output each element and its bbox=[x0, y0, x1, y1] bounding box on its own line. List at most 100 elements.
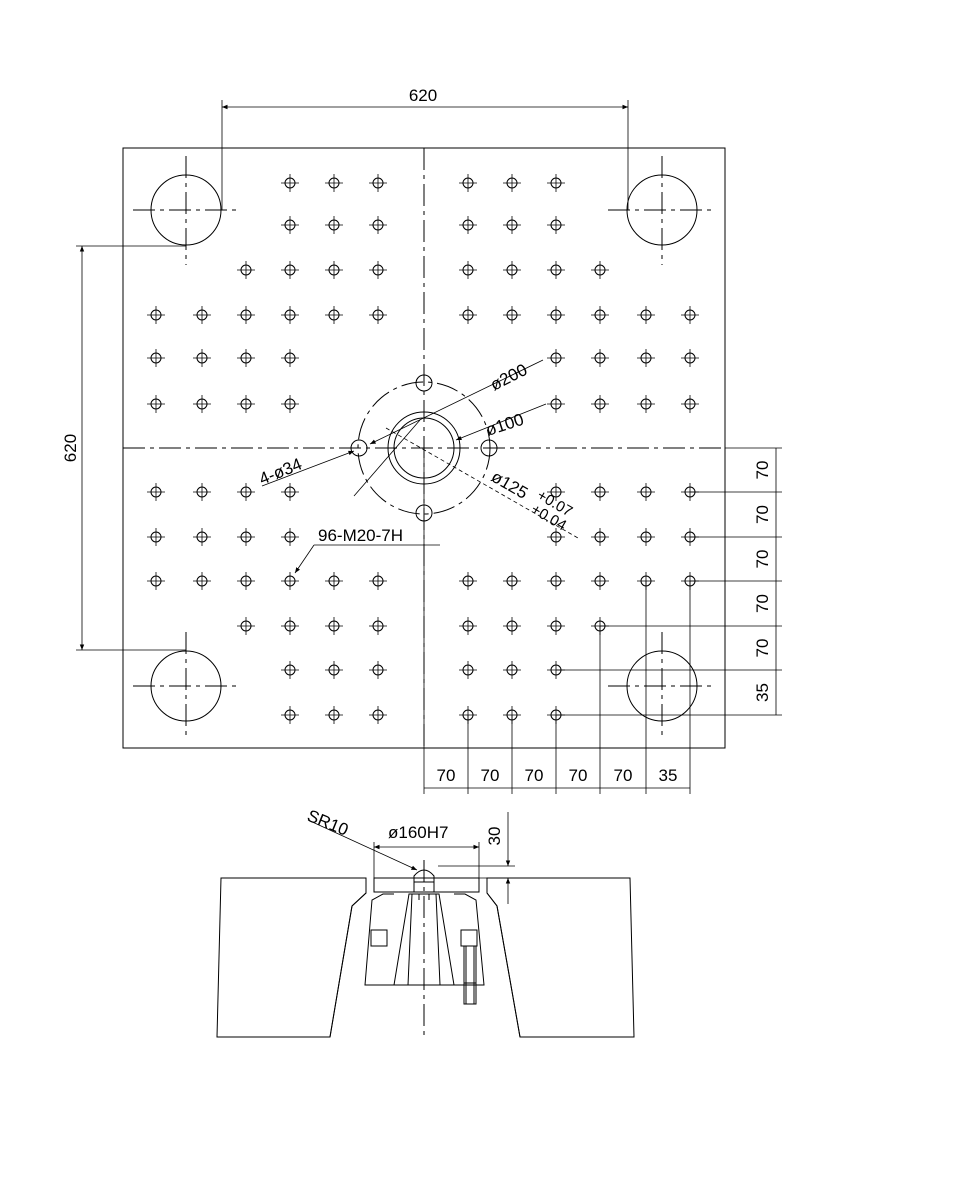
tapped-hole bbox=[193, 349, 211, 367]
nozzle-inner bbox=[407, 893, 441, 986]
tapped-hole bbox=[237, 349, 255, 367]
dim-right-label: 70 bbox=[753, 639, 772, 658]
tapped-hole bbox=[325, 706, 343, 724]
tapped-hole bbox=[325, 572, 343, 590]
tapped-hole bbox=[503, 216, 521, 234]
tapped-hole bbox=[147, 395, 165, 413]
tapped-hole bbox=[459, 617, 477, 635]
tie-bar-holes bbox=[133, 156, 714, 740]
tapped-hole bbox=[591, 349, 609, 367]
tapped-hole bbox=[547, 572, 565, 590]
bolt-right bbox=[463, 945, 477, 1005]
tapped-hole bbox=[681, 395, 699, 413]
tapped-hole bbox=[147, 528, 165, 546]
tapped-hole bbox=[237, 528, 255, 546]
tapped-hole bbox=[325, 261, 343, 279]
section-view: ø160H7 SR10 30 bbox=[216, 806, 635, 1038]
clamp-left bbox=[370, 929, 388, 947]
tapped-hole bbox=[503, 261, 521, 279]
bore-outline bbox=[329, 878, 521, 1038]
tapped-hole bbox=[281, 617, 299, 635]
tapped-hole bbox=[637, 483, 655, 501]
tapped-hole bbox=[681, 306, 699, 324]
tapped-hole bbox=[281, 483, 299, 501]
tapped-hole bbox=[325, 216, 343, 234]
tapped-hole bbox=[281, 306, 299, 324]
platen-section-right bbox=[486, 877, 635, 1038]
tapped-hole bbox=[547, 306, 565, 324]
tapped-hole bbox=[237, 572, 255, 590]
tapped-hole bbox=[325, 617, 343, 635]
tapped-hole bbox=[591, 528, 609, 546]
tapped-hole bbox=[459, 216, 477, 234]
dim-left-height-label: 620 bbox=[61, 434, 80, 462]
tapped-hole bbox=[681, 349, 699, 367]
tapped-hole bbox=[147, 483, 165, 501]
dim-right-label: 70 bbox=[753, 461, 772, 480]
tapped-hole bbox=[369, 174, 387, 192]
tapped-holes-label: 96-M20-7H bbox=[318, 526, 403, 545]
tapped-hole bbox=[193, 483, 211, 501]
tapped-hole bbox=[591, 483, 609, 501]
dim-bottom-label: 70 bbox=[525, 766, 544, 785]
tapped-hole bbox=[503, 617, 521, 635]
tapped-hole bbox=[637, 528, 655, 546]
dim-top-620: 620 bbox=[221, 86, 629, 210]
tapped-hole bbox=[369, 306, 387, 324]
tapped-hole bbox=[369, 661, 387, 679]
dim-bottom-label: 70 bbox=[437, 766, 456, 785]
tapped-hole bbox=[193, 572, 211, 590]
tapped-hole bbox=[147, 349, 165, 367]
tapped-hole bbox=[459, 572, 477, 590]
tapped-hole bbox=[237, 306, 255, 324]
dim-right-label: 70 bbox=[753, 594, 772, 613]
tapped-hole bbox=[591, 395, 609, 413]
tapped-hole bbox=[281, 349, 299, 367]
tapped-hole bbox=[237, 617, 255, 635]
tapped-hole bbox=[237, 261, 255, 279]
tapped-hole bbox=[591, 572, 609, 590]
bolt-hole bbox=[350, 439, 368, 457]
tapped-hole bbox=[369, 216, 387, 234]
tapped-hole bbox=[547, 261, 565, 279]
bolt-hole bbox=[415, 374, 433, 392]
tapped-hole bbox=[459, 661, 477, 679]
tapped-hole bbox=[237, 395, 255, 413]
dim-bottom-label: 70 bbox=[569, 766, 588, 785]
tapped-hole bbox=[369, 617, 387, 635]
tapped-hole bbox=[591, 261, 609, 279]
tapped-hole bbox=[637, 306, 655, 324]
depth-label: 30 bbox=[485, 827, 504, 846]
locating-dia-label: ø100 bbox=[483, 410, 526, 440]
bore-dia-label: ø160H7 bbox=[388, 823, 448, 842]
tapped-hole bbox=[547, 528, 565, 546]
flange-circle bbox=[357, 381, 491, 515]
clamp-right bbox=[460, 929, 478, 947]
tapped-hole bbox=[369, 706, 387, 724]
tapped-hole bbox=[459, 306, 477, 324]
tapped-hole bbox=[193, 528, 211, 546]
tapped-hole bbox=[547, 483, 565, 501]
tapped-hole bbox=[547, 174, 565, 192]
bolt-holes-label: 4-ø34 bbox=[256, 454, 304, 488]
dim-bottom-label: 70 bbox=[481, 766, 500, 785]
ring-dia-label: ø125 bbox=[488, 467, 531, 503]
nozzle-tip bbox=[413, 869, 435, 893]
dim-right-label: 70 bbox=[753, 505, 772, 524]
tapped-hole bbox=[147, 572, 165, 590]
dim-left-620: 620 bbox=[61, 245, 186, 651]
tapped-hole bbox=[281, 174, 299, 192]
tapped-hole bbox=[281, 661, 299, 679]
bolt-hole bbox=[480, 439, 498, 457]
tapped-hole bbox=[281, 528, 299, 546]
tapped-hole bbox=[547, 617, 565, 635]
dim-bottom-label: 35 bbox=[659, 766, 678, 785]
tapped-hole bbox=[547, 395, 565, 413]
tapped-hole bbox=[193, 306, 211, 324]
tapped-hole bbox=[637, 395, 655, 413]
platen-top-view: 620 620 ø200 ø100 ø125 +0.07 +0.04 4-ø34… bbox=[61, 86, 782, 794]
tapped-hole bbox=[281, 572, 299, 590]
